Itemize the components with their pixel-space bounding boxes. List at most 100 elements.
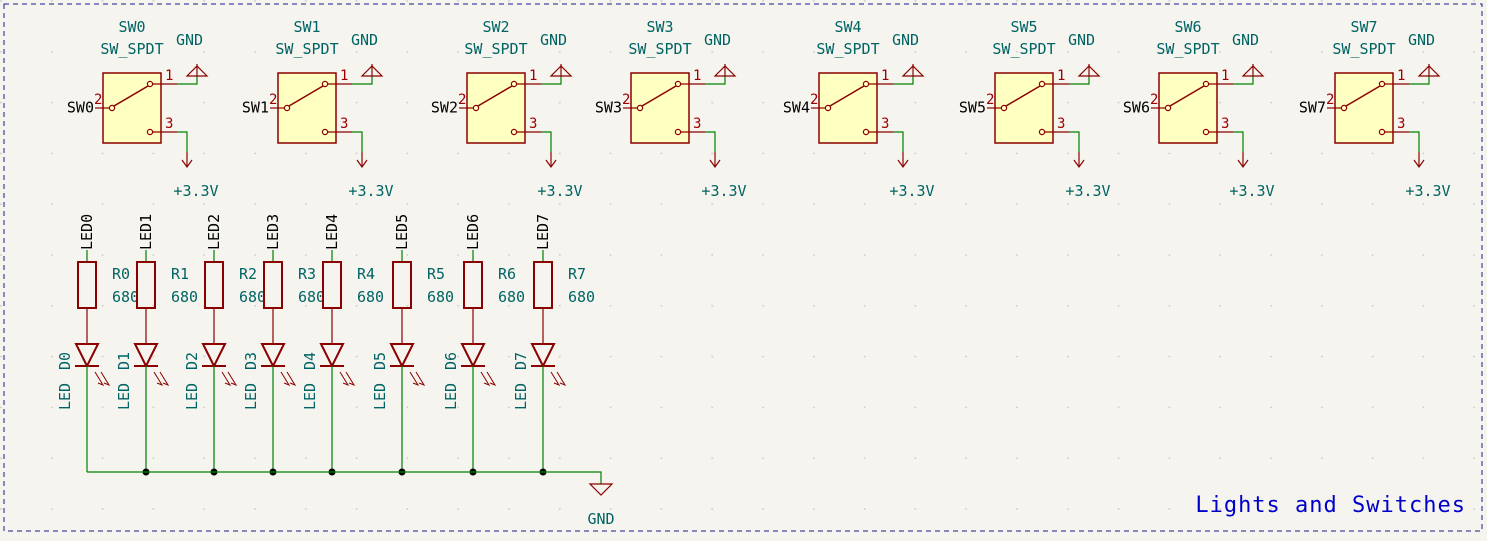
gnd-symbol-icon <box>713 65 737 77</box>
led-emission-arrow-icon <box>409 371 420 387</box>
led-diode-icon <box>389 343 415 369</box>
switch-vcc-label: +3.3V <box>1229 182 1274 200</box>
led-emission-arrow-icon <box>280 371 291 387</box>
switch-common-contact <box>472 104 480 112</box>
switch-pin-1-number: 1 <box>693 68 701 84</box>
diode-value-label: LED <box>371 383 389 410</box>
switch-lever <box>288 85 324 107</box>
led-diode-icon <box>74 343 100 369</box>
switch-value-label: SW_SPDT <box>628 40 691 58</box>
switch-lever <box>477 85 513 107</box>
gnd-symbol-icon <box>1077 65 1101 77</box>
switch-ref-label: SW3 <box>646 18 673 36</box>
switch-pin-3-number: 3 <box>529 116 537 132</box>
switch-contact-1 <box>1202 80 1210 88</box>
switch-contact-3 <box>146 128 154 136</box>
switch-contact-3 <box>1202 128 1210 136</box>
switch-pin-1-number: 1 <box>1397 68 1405 84</box>
resistor-value-label: 680 <box>298 288 325 306</box>
switch-pin-2-number: 2 <box>622 92 630 108</box>
diode-value-label: LED <box>242 383 260 410</box>
switch-pin-3-number: 3 <box>693 116 701 132</box>
switch-lever <box>1005 85 1041 107</box>
led-net-label: LED3 <box>264 214 282 250</box>
switch-net-label: SW6 <box>1123 99 1150 117</box>
diode-value-label: LED <box>115 383 133 410</box>
switch-gnd-wire <box>177 76 198 85</box>
switch-vcc-wire <box>705 131 716 152</box>
switch-pin-2-number: 2 <box>1150 92 1158 108</box>
resistor-value-label: 680 <box>427 288 454 306</box>
diode-value-label: LED <box>301 383 319 410</box>
switch-value-label: SW_SPDT <box>464 40 527 58</box>
led-emission-arrow-icon <box>153 371 164 387</box>
switch-common-contact <box>636 104 644 112</box>
led-emission-arrow-icon <box>415 371 426 387</box>
switch-pin-3-number: 3 <box>881 116 889 132</box>
switch-vcc-label: +3.3V <box>173 182 218 200</box>
switch-pin-3-number: 3 <box>1221 116 1229 132</box>
switch-vcc-label: +3.3V <box>701 182 746 200</box>
led-emission-arrow-icon <box>550 371 561 387</box>
switch-gnd-label: GND <box>540 31 567 49</box>
gnd-symbol-icon <box>901 65 925 77</box>
resistor-value-label: 680 <box>498 288 525 306</box>
led-net-label: LED6 <box>464 214 482 250</box>
diode-value-label: LED <box>183 383 201 410</box>
switch-pin-1-number: 1 <box>165 68 173 84</box>
resistor-value-label: 680 <box>568 288 595 306</box>
switch-pin-1-number: 1 <box>340 68 348 84</box>
led-emission-arrow-icon <box>100 371 111 387</box>
vcc-arrow-icon <box>709 159 721 169</box>
switch-pin-2-number: 2 <box>810 92 818 108</box>
gnd-symbol-icon <box>360 65 384 77</box>
switch-net-label: SW3 <box>595 99 622 117</box>
resistor-ref-label: R5 <box>427 265 445 283</box>
resistor-ref-label: R1 <box>171 265 189 283</box>
led-emission-arrow-icon <box>227 371 238 387</box>
switch-contact-3 <box>321 128 329 136</box>
led-net-label: LED0 <box>78 214 96 250</box>
switch-contact-1 <box>862 80 870 88</box>
switch-contact-1 <box>674 80 682 88</box>
vcc-arrow-icon <box>181 159 193 169</box>
switch-vcc-wire <box>177 131 188 152</box>
switch-vcc-label: +3.3V <box>889 182 934 200</box>
switch-body <box>102 72 162 144</box>
led-net-label: LED2 <box>205 214 223 250</box>
switch-contact-1 <box>1038 80 1046 88</box>
led-diode-icon <box>201 343 227 369</box>
switch-gnd-wire <box>352 76 373 85</box>
ground-bus-wire <box>87 471 602 484</box>
led-emission-arrow-icon <box>94 371 105 387</box>
switch-gnd-label: GND <box>176 31 203 49</box>
switch-vcc-label: +3.3V <box>537 182 582 200</box>
resistor-ref-label: R0 <box>112 265 130 283</box>
led-net-label: LED5 <box>393 214 411 250</box>
vcc-arrow-icon <box>1073 159 1085 169</box>
switch-gnd-wire <box>1069 76 1090 85</box>
switch-value-label: SW_SPDT <box>992 40 1055 58</box>
diode-ref-label: D2 <box>183 352 201 370</box>
switch-pin-1-number: 1 <box>881 68 889 84</box>
switch-vcc-wire <box>893 131 904 152</box>
switch-pin-3-number: 3 <box>1397 116 1405 132</box>
led-net-label: LED7 <box>534 214 552 250</box>
switch-ref-label: SW1 <box>293 18 320 36</box>
resistor-value-label: 680 <box>357 288 384 306</box>
switch-pin-2-number: 2 <box>1326 92 1334 108</box>
switch-ref-label: SW7 <box>1350 18 1377 36</box>
switch-ref-label: SW0 <box>118 18 145 36</box>
switch-pin-3-number: 3 <box>165 116 173 132</box>
diode-ref-label: D7 <box>512 352 530 370</box>
switch-common-contact <box>1340 104 1348 112</box>
led-diode-icon <box>260 343 286 369</box>
led-emission-arrow-icon <box>345 371 356 387</box>
switch-pin-1-number: 1 <box>1221 68 1229 84</box>
switch-body <box>818 72 878 144</box>
